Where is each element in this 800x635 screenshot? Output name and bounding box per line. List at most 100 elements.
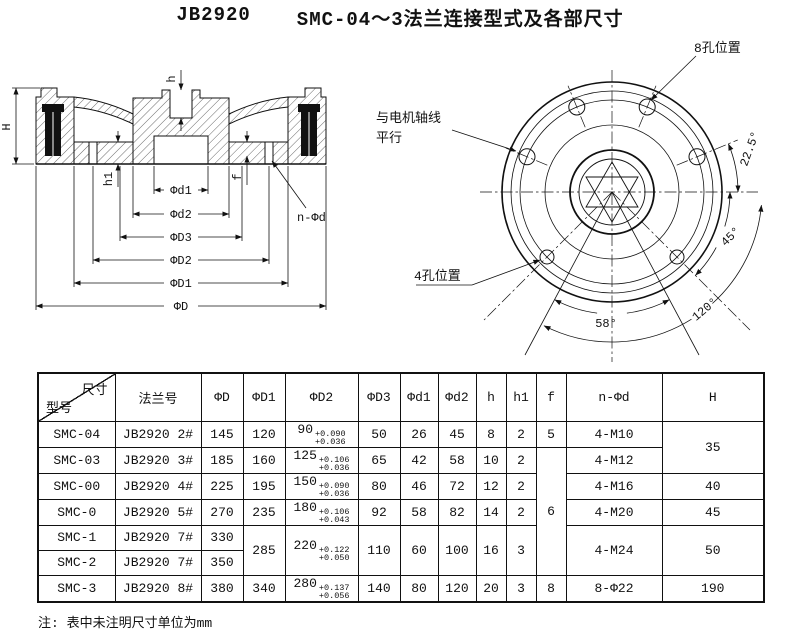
table-row: SMC-2 JB2920 7# 350 (37, 549, 764, 576)
cell-d1: 80 (399, 574, 439, 602)
cell-d1: 60 (399, 524, 439, 576)
table-row: SMC-03 JB2920 3# 185 160 125+0.106+0.036… (37, 446, 764, 576)
table-row: SMC-0 JB2920 5# 270 235 180+0.106+0.043 … (37, 498, 765, 526)
dim-phi-D3: ΦD3 (170, 231, 192, 245)
dimension-table: 尺寸 型号 法兰号 ΦD ΦD1 ΦD2 ΦD3 Φd1 Φd2 h h1 f … (37, 372, 765, 603)
cell-model: SMC-3 (37, 574, 116, 602)
cell-D3: 140 (357, 574, 401, 602)
header-D1: ΦD1 (242, 372, 286, 422)
cell-H: 45 (661, 498, 765, 526)
cell-D2: 125+0.106+0.036 (284, 446, 359, 474)
table-header-row: 尺寸 型号 法兰号 ΦD ΦD1 ΦD2 ΦD3 Φd1 Φd2 h h1 f … (37, 372, 765, 422)
cell-model: SMC-1 (37, 524, 116, 551)
header-h1: h1 (505, 372, 537, 422)
four-hole-label: 4孔位置 (414, 269, 461, 284)
bolt-holes-8 (518, 98, 706, 166)
top-wall-right (228, 96, 289, 125)
cell-flange: JB2920 7# (114, 549, 202, 576)
section-dimensions: H h h1 f Φd1 Φd2 (0, 70, 327, 314)
cell-d1: 46 (399, 472, 439, 500)
angle-reference-lines (524, 191, 700, 356)
cell-f: 8 (535, 574, 567, 602)
cell-h: 20 (475, 574, 507, 602)
cell-flange: JB2920 8# (114, 574, 202, 602)
dim-n-phi-d: n-Φd (297, 211, 326, 225)
cell-d2: 45 (437, 420, 477, 448)
cell-H: 50 (661, 524, 765, 576)
cell-h1: 3 (505, 574, 537, 602)
dim-f: f (231, 173, 245, 180)
cell-H: 35 (661, 420, 765, 474)
cell-flange: JB2920 7# (114, 524, 202, 551)
angle-22-5-label: 22.5° (737, 130, 762, 169)
spline-star-1 (585, 161, 639, 208)
table-row: SMC-3 JB2920 8# 380 340 280+0.137+0.056 … (37, 574, 765, 602)
dim-phi-D2: ΦD2 (170, 254, 192, 268)
cell-D2: 280+0.137+0.056 (284, 574, 359, 602)
cell-D: 350 (200, 549, 244, 576)
center-bore (153, 135, 209, 165)
cell-nd: 4-M24 (565, 524, 663, 576)
standard-code: JB2920 (176, 4, 251, 26)
dimension-table-wrap: 尺寸 型号 法兰号 ΦD ΦD1 ΦD2 ΦD3 Φd1 Φd2 h h1 f … (37, 372, 765, 603)
cell-nd: 8-Φ22 (565, 574, 663, 602)
cell-H: 190 (661, 574, 765, 602)
angle-dimensions (543, 143, 764, 343)
cell-D2: 220+0.122+0.050 (284, 524, 359, 576)
angle-45-label: 45° (718, 224, 743, 249)
motor-axis-label-line1: 与电机轴线 (376, 111, 441, 126)
cell-model: SMC-2 (37, 549, 116, 576)
cell-D2: 150+0.090+0.036 (284, 472, 359, 500)
bolt-slot-left (88, 141, 98, 165)
sheet-title: JB2920 SMC-04～3法兰连接型式及各部尺寸 (0, 4, 800, 31)
eight-hole-label: 8孔位置 (694, 41, 741, 56)
header-D2: ΦD2 (284, 372, 359, 422)
cell-D1: 160 (242, 446, 286, 474)
header-nd: n-Φd (565, 372, 663, 422)
cell-flange: JB2920 5# (114, 498, 202, 526)
cell-d1: 58 (399, 498, 439, 526)
cell-D2: 90+0.090+0.036 (284, 420, 359, 448)
cell-D: 225 (200, 472, 244, 500)
header-D3: ΦD3 (357, 372, 401, 422)
cell-D: 145 (200, 420, 244, 448)
cell-nd: 4-M10 (565, 420, 663, 448)
cell-D1: 195 (242, 472, 286, 500)
cell-d1: 26 (399, 420, 439, 448)
title-text: SMC-04～3法兰连接型式及各部尺寸 (296, 9, 624, 31)
header-d2: Φd2 (437, 372, 477, 422)
cell-D1: 120 (242, 420, 286, 448)
table-row: SMC-00 JB2920 4# 225 195 150+0.090+0.036… (37, 472, 765, 500)
cell-D2: 180+0.106+0.043 (284, 498, 359, 526)
corner-top-label: 尺寸 (81, 383, 108, 398)
header-D: ΦD (200, 372, 244, 422)
cell-D3: 65 (357, 446, 401, 474)
cell-D1: 285 (242, 524, 286, 576)
dim-phi-d2: Φd2 (170, 208, 192, 222)
cell-D: 270 (200, 498, 244, 526)
table-row: SMC-04 JB2920 2# 145 120 90+0.090+0.036 … (37, 420, 765, 474)
dim-phi-d1: Φd1 (170, 184, 192, 198)
cell-D3: 50 (357, 420, 401, 448)
header-H: H (661, 372, 765, 422)
cell-d1: 42 (399, 446, 439, 474)
header-h: h (475, 372, 507, 422)
center-lines (480, 70, 758, 362)
bolt-holes-4 (539, 249, 685, 265)
cell-f: 6 (535, 446, 567, 576)
cell-h: 14 (475, 498, 507, 526)
cell-h1: 2 (505, 472, 537, 500)
cell-model: SMC-00 (37, 472, 116, 500)
angle-120-label: 120° (690, 295, 721, 324)
header-flange: 法兰号 (114, 372, 202, 422)
cell-D: 330 (200, 524, 244, 551)
cell-D: 380 (200, 574, 244, 602)
cell-D3: 80 (357, 472, 401, 500)
cell-f: 5 (535, 420, 567, 448)
top-wall-left (73, 96, 134, 125)
bolt-slot-right (264, 141, 274, 165)
cell-model: SMC-04 (37, 420, 116, 448)
footnote: 注: 表中未注明尺寸单位为mm (38, 616, 213, 631)
cell-d2: 82 (437, 498, 477, 526)
cell-D1: 235 (242, 498, 286, 526)
